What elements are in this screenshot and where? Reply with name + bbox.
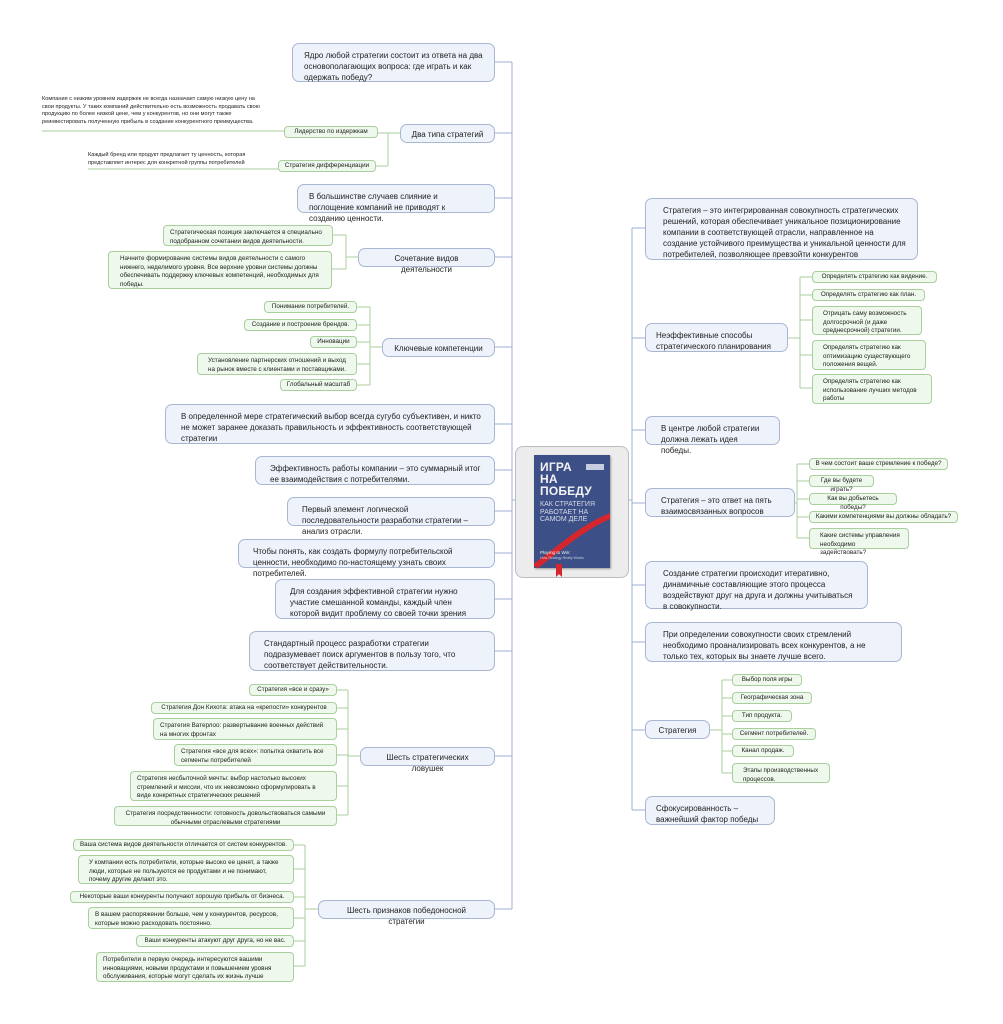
topic-winning-idea[interactable]: В центре любой стратегии должна лежать и… xyxy=(645,416,780,445)
topic-iterative[interactable]: Создание стратегии происходит итеративно… xyxy=(645,561,868,609)
topic-signs[interactable]: Шесть признаков победоносной стратегии xyxy=(318,900,495,919)
subtopic-strategy-2[interactable]: Географическая зона xyxy=(732,692,812,704)
note-cost-leadership: Компания с низким уровнем издержек не вс… xyxy=(42,96,260,126)
subtopic-competency-4[interactable]: Установление партнерских отношений и вых… xyxy=(197,353,357,375)
topic-five-questions[interactable]: Стратегия – это ответ на пять взаимосвяз… xyxy=(645,488,795,517)
bookmark-ribbon-icon xyxy=(556,564,562,577)
subtopic-cost-leadership[interactable]: Лидерство по издержкам xyxy=(284,126,378,138)
note-differentiation: Каждый бренд или продукт предлагает ту ц… xyxy=(88,152,256,167)
subtopic-trap-6[interactable]: Стратегия посредственности: готовность д… xyxy=(114,806,337,826)
subtopic-trap-4[interactable]: Стратегия «все для всех»: попытка охвати… xyxy=(174,744,337,766)
subtopic-trap-3[interactable]: Стратегия Ватерлоо: развертывание военны… xyxy=(153,718,337,740)
subtopic-competency-5[interactable]: Глобальный масштаб xyxy=(280,379,357,391)
book-subtitle: КАК СТРАТЕГИЯ РАБОТАЕТ НА САМОМ ДЕЛЕ xyxy=(540,501,602,524)
subtopic-question-1[interactable]: В чем состоит ваше стремление к победе? xyxy=(809,458,948,470)
topic-competencies[interactable]: Ключевые компетенции xyxy=(382,338,495,357)
subtopic-question-2[interactable]: Где вы будете играть? xyxy=(809,475,874,487)
subtopic-sign-2[interactable]: У компании есть потребители, которые выс… xyxy=(78,855,294,884)
subtopic-sign-5[interactable]: Ваши конкуренты атакуют друг друга, но н… xyxy=(136,935,294,947)
subtopic-sign-4[interactable]: В вашем распоряжении больше, чем у конку… xyxy=(88,907,294,929)
subtopic-ineffective-4[interactable]: Определять стратегию как оптимизацию сущ… xyxy=(812,340,926,370)
topic-two-types[interactable]: Два типа стратегий xyxy=(400,124,495,143)
book-cover: ИГРА НА ПОБЕДУ КАК СТРАТЕГИЯ РАБОТАЕТ НА… xyxy=(534,455,610,568)
topic-all-competitors[interactable]: При определении совокупности своих стрем… xyxy=(645,622,902,662)
subtopic-trap-2[interactable]: Стратегия Дон Кихота: атака на «крепости… xyxy=(151,702,337,714)
subtopic-strategy-4[interactable]: Сегмент потребителей. xyxy=(732,728,816,740)
subtopic-ineffective-5[interactable]: Определять стратегию как использование л… xyxy=(812,374,932,404)
subtopic-strategy-6[interactable]: Этапы производственных процессов. xyxy=(732,763,830,783)
topic-ineffective-planning[interactable]: Неэффективные способы стратегического пл… xyxy=(645,323,788,352)
subtopic-activities-1[interactable]: Стратегическая позиция заключается в спе… xyxy=(163,225,333,246)
subtopic-trap-1[interactable]: Стратегия «все и сразу» xyxy=(249,684,337,696)
subtopic-strategy-1[interactable]: Выбор поля игры xyxy=(732,674,802,686)
subtopic-ineffective-2[interactable]: Определять стратегию как план. xyxy=(812,289,925,301)
subtopic-question-4[interactable]: Какими компетенциями вы должны обладать? xyxy=(809,511,958,523)
subtopic-competency-2[interactable]: Создание и построение брендов. xyxy=(244,319,357,331)
book-english-title: Playing to Win: xyxy=(540,550,571,555)
subtopic-strategy-5[interactable]: Канал продаж. xyxy=(732,745,794,757)
topic-mergers[interactable]: В большинстве случаев слияние и поглощен… xyxy=(297,184,495,213)
subtopic-trap-5[interactable]: Стратегия несбыточной мечты: выбор насто… xyxy=(130,771,337,801)
topic-activities[interactable]: Сочетание видов деятельности xyxy=(358,248,495,267)
subtopic-question-3[interactable]: Как вы добьетесь победы? xyxy=(809,493,897,505)
book-title: ИГРА НА ПОБЕДУ xyxy=(540,461,592,497)
topic-subjective[interactable]: В определенной мере стратегический выбор… xyxy=(165,404,495,444)
subtopic-sign-1[interactable]: Ваша система видов деятельности отличает… xyxy=(73,839,294,851)
subtopic-activities-2[interactable]: Начните формирование системы видов деяте… xyxy=(108,251,332,289)
subtopic-competency-3[interactable]: Инновации xyxy=(310,336,357,348)
subtopic-strategy-3[interactable]: Тип продукта. xyxy=(732,710,792,722)
topic-consumer-value[interactable]: Чтобы понять, как создать формулу потреб… xyxy=(238,539,495,568)
topic-first-element[interactable]: Первый элемент логической последовательн… xyxy=(287,497,495,526)
topic-strategy[interactable]: Стратегия xyxy=(645,720,710,739)
topic-focus[interactable]: Сфокусированность – важнейший фактор поб… xyxy=(645,796,775,825)
subtopic-sign-3[interactable]: Некоторые ваши конкуренты получают хорош… xyxy=(70,891,294,903)
topic-standard-process[interactable]: Стандартный процесс разработки стратегии… xyxy=(249,631,495,671)
subtopic-ineffective-3[interactable]: Отрицать саму возможность долгосрочной (… xyxy=(812,306,922,335)
topic-mixed-team[interactable]: Для создания эффективной стратегии нужно… xyxy=(275,579,495,619)
subtopic-sign-6[interactable]: Потребители в первую очередь интересуютс… xyxy=(96,952,294,982)
topic-traps[interactable]: Шесть стратегических ловушек xyxy=(360,747,495,766)
topic-core-question[interactable]: Ядро любой стратегии состоит из ответа н… xyxy=(292,43,495,82)
subtopic-ineffective-1[interactable]: Определять стратегию как видение. xyxy=(812,271,937,283)
subtopic-differentiation[interactable]: Стратегия дифференциации xyxy=(278,160,376,172)
subtopic-competency-1[interactable]: Понимание потребителей. xyxy=(264,301,357,313)
central-topic-book[interactable]: ИГРА НА ПОБЕДУ КАК СТРАТЕГИЯ РАБОТАЕТ НА… xyxy=(515,446,629,578)
topic-strategy-definition[interactable]: Стратегия – это интегрированная совокупн… xyxy=(645,198,918,260)
topic-efficiency[interactable]: Эффективность работы компании – это сумм… xyxy=(255,456,495,485)
subtopic-question-5[interactable]: Какие системы управления необходимо заде… xyxy=(809,528,909,549)
book-english-subtitle: How Strategy Really Works xyxy=(540,556,584,560)
